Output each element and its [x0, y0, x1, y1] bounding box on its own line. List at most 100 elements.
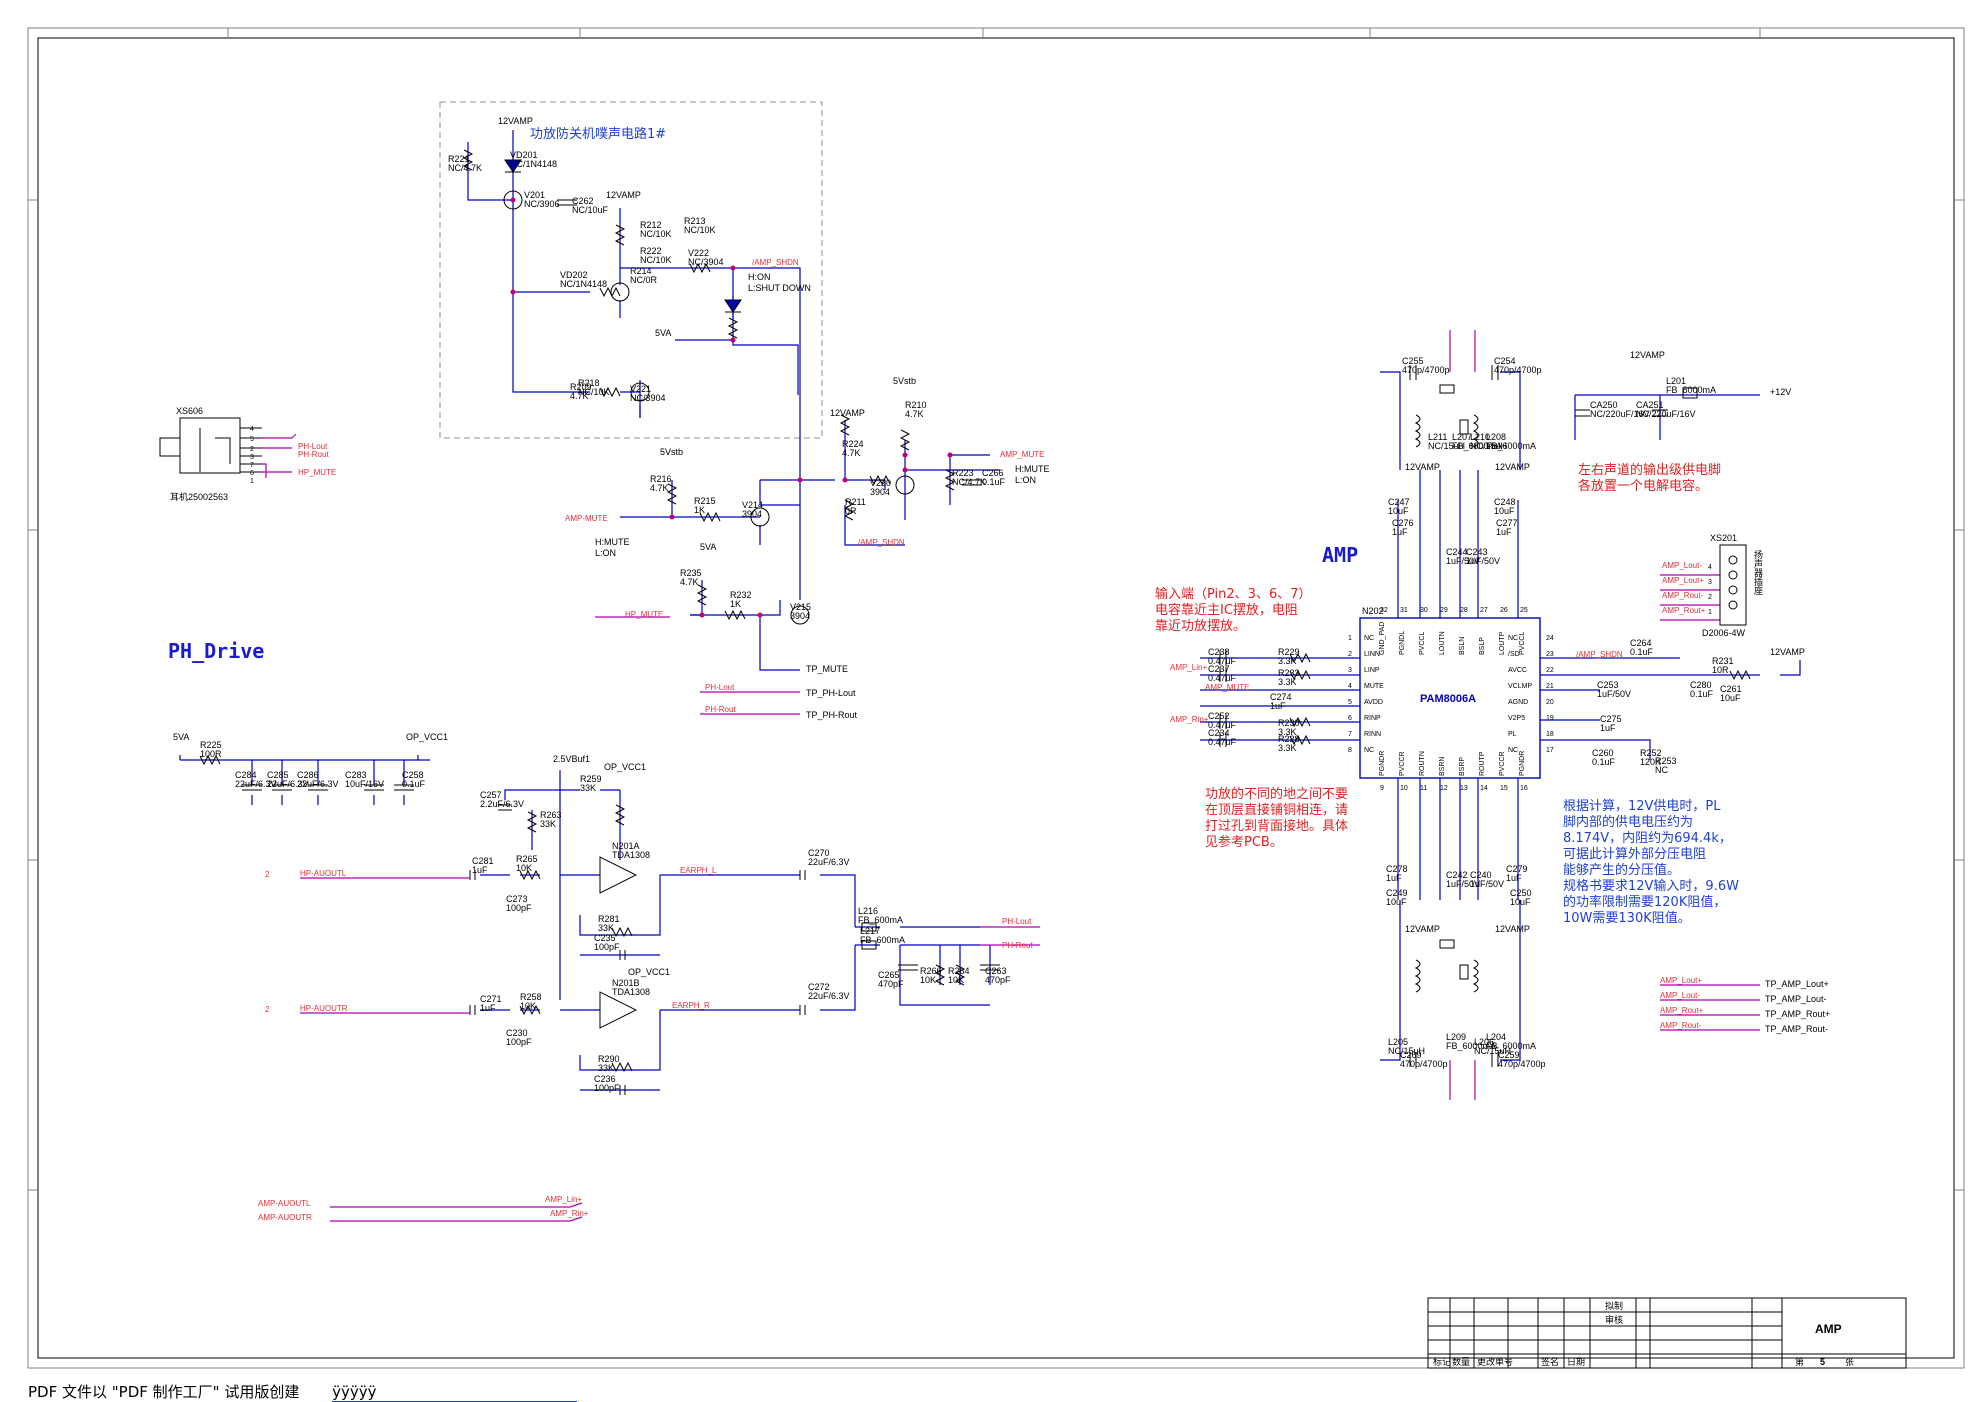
ic-pin-name: PVCCL	[1519, 632, 1526, 655]
component-value: 100pF	[506, 903, 532, 913]
component-value: 1uF	[1506, 873, 1522, 883]
component-value: 22uF/6.3V	[808, 857, 850, 867]
component-ref: C283	[345, 770, 367, 780]
label-tp-phrout: TP_PH-Rout	[806, 710, 858, 720]
component-value: NC/4.7K	[952, 477, 986, 487]
amp-ic-body	[1359, 617, 1541, 779]
xs201-side: 扬声器插座	[1753, 549, 1763, 596]
footer-link[interactable]: ÿÿÿÿÿ	[332, 1383, 578, 1402]
ic-pin-number: 29	[1440, 607, 1448, 614]
page-suffix: 张	[1845, 1357, 1854, 1367]
ic-pin-number: 7	[1348, 731, 1352, 738]
component-ref: C277	[1496, 518, 1518, 528]
svg-text:的功率限制需要120K阻值，: 的功率限制需要120K阻值，	[1563, 894, 1726, 910]
tb-label-4: 日期	[1567, 1357, 1585, 1367]
label-amp-mute-in: AMP-MUTE	[565, 514, 608, 523]
net-labels: 12VAMP 12VAMP /AMP_SHDN 5VA 5Vstb 12VAMP…	[173, 116, 1830, 1222]
svg-text:1: 1	[250, 478, 254, 485]
mute-state-b-1: L:ON	[1015, 475, 1036, 485]
mute-wires	[620, 267, 1000, 671]
component-value: NC/1N4148	[560, 279, 607, 289]
component-ref: L205	[1388, 1037, 1408, 1047]
component-value: 120K	[1640, 757, 1661, 767]
svg-text:功放的不同的地之间不要: 功放的不同的地之间不要	[1205, 786, 1348, 802]
component-ref: C259	[1498, 1050, 1520, 1060]
component-value: NC/10K	[640, 255, 672, 265]
ic-pin-number: 3	[1348, 667, 1352, 674]
component-value: 1uF/50V	[1446, 879, 1480, 889]
component-ref: V201	[524, 190, 545, 200]
ic-pin-name: RINP	[1364, 715, 1381, 722]
xs606-sig-lout: PH-Lout	[298, 442, 328, 451]
ic-pin-name: GND_PAD	[1379, 622, 1386, 655]
label-opvcc-c: OP_VCC1	[628, 967, 670, 977]
ic-pin-number: 16	[1520, 785, 1528, 792]
component-value: 10uF/16V	[345, 779, 384, 789]
component-value: 0.1uF	[1592, 757, 1616, 767]
ic-pin-number: 8	[1348, 747, 1352, 754]
xs201-pin-0: 4	[1708, 564, 1712, 571]
component-value: 0.1uF	[982, 477, 1006, 487]
note-ground: 功放的不同的地之间不要 在顶层直接铺铜相连，请 打过孔到背面接地。具体 见参考P…	[1205, 786, 1348, 850]
component-value: 10K	[516, 863, 532, 873]
component-value: 470p/4700p	[1400, 1059, 1448, 1069]
component-ref: R211	[845, 497, 866, 507]
component-value: 100pF	[506, 1037, 532, 1047]
label-25vbuf: 2.5VBuf1	[553, 754, 590, 764]
label-amp-auoutr: AMP-AUOUTR	[258, 1213, 312, 1222]
label-amp-auoutl: AMP-AUOUTL	[258, 1199, 311, 1208]
label-5vstb-b: 5Vstb	[660, 447, 683, 457]
ic-pin-number: 5	[1348, 699, 1352, 706]
ic-pin-number: 31	[1400, 607, 1408, 614]
mute-dots	[669, 452, 953, 618]
label-12vamp-c: 12VAMP	[830, 408, 865, 418]
amp-ic-ref: N202	[1362, 606, 1384, 616]
component-value: NC/3906	[524, 199, 560, 209]
sheet-title: AMP	[1815, 1322, 1842, 1336]
label-12vamp-a: 12VAMP	[498, 116, 533, 126]
component-value: NC/0R	[630, 275, 658, 285]
label-12vamp-e: 12VAMP	[1770, 647, 1805, 657]
ic-pin-name: LINN	[1364, 651, 1380, 658]
opamp-b-wires	[480, 945, 991, 1091]
svg-text:10W需要130K阻值。: 10W需要130K阻值。	[1563, 910, 1691, 926]
svg-text:输入端（Pin2、3、6、7）: 输入端（Pin2、3、6、7）	[1155, 586, 1312, 602]
component-ref: V221	[630, 384, 651, 394]
component-ref: R258	[520, 992, 542, 1002]
ic-pin-name: ROUTP	[1479, 751, 1486, 776]
component-ref: R209	[570, 382, 592, 392]
component-value: 1uF	[480, 1003, 496, 1013]
note-calc: 根据计算，12V供电时，PL 脚内部的供电电压约为 8.174V，内阻约为694…	[1563, 799, 1739, 926]
component-ref: R264	[948, 966, 970, 976]
label-amp-rin-b: AMP_Rin+	[550, 1209, 589, 1218]
opamp-a-symbols	[469, 804, 877, 960]
component-value: 0.47uF	[1208, 673, 1237, 683]
component-ref: R229	[1278, 647, 1300, 657]
component-ref: CA250	[1590, 400, 1618, 410]
label-amp-rp: AMP_Rout+	[1660, 1006, 1704, 1015]
label-12vamp-f: 12VAMP	[1405, 462, 1440, 472]
component-ref: R235	[680, 568, 702, 578]
